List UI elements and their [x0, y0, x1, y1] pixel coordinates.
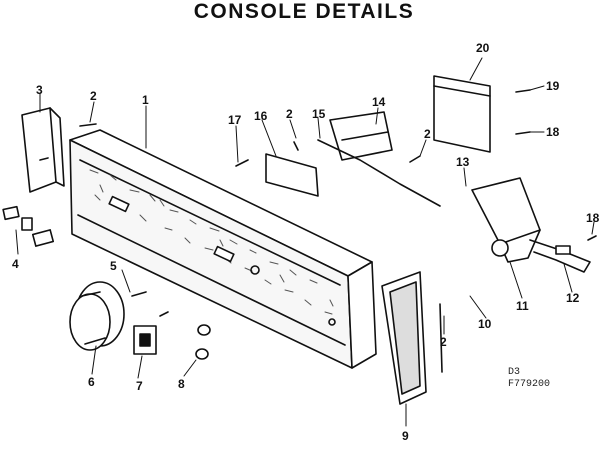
plug-part	[195, 324, 211, 360]
callout-8: 8	[178, 377, 185, 391]
harness-part	[529, 239, 591, 273]
callout-6: 6	[88, 375, 95, 389]
clip-part	[2, 205, 55, 247]
callout-2-c: 2	[424, 127, 431, 141]
callout-2-b: 2	[286, 107, 293, 121]
bracket-part	[471, 177, 541, 263]
switch-part	[133, 325, 157, 355]
leader-lines	[15, 57, 595, 427]
callout-14: 14	[372, 95, 386, 109]
timer-bracket-part	[329, 111, 393, 161]
callout-18-b: 18	[586, 211, 600, 225]
callout-4: 4	[12, 257, 19, 271]
rail-part	[317, 139, 441, 207]
callout-11: 11	[516, 299, 529, 313]
callout-13: 13	[456, 155, 470, 169]
console-panel-part	[69, 129, 377, 369]
knob-part	[69, 281, 125, 351]
callout-2-d: 2	[440, 335, 447, 349]
callout-15: 15	[312, 107, 326, 121]
mounting-bracket-part	[265, 153, 319, 197]
callout-12: 12	[566, 291, 580, 305]
callout-5: 5	[110, 259, 117, 273]
end-piece-part	[381, 271, 427, 405]
drawing-code-line-1: D3	[508, 367, 520, 378]
callout-20: 20	[476, 41, 490, 55]
callout-9: 9	[402, 429, 409, 443]
callout-7: 7	[136, 379, 143, 393]
callout-1: 1	[142, 93, 149, 107]
callout-18-a: 18	[546, 125, 560, 139]
callout-19: 19	[546, 79, 560, 93]
callout-3: 3	[36, 83, 43, 97]
screw-parts	[79, 89, 597, 373]
callout-10: 10	[478, 317, 492, 331]
callout-17: 17	[228, 113, 242, 127]
callout-16: 16	[254, 109, 268, 123]
cover-part	[433, 75, 491, 153]
diagram-title: CONSOLE DETAILS	[193, 0, 415, 23]
drawing-code-line-2: F779200	[508, 379, 550, 390]
callout-2-a: 2	[90, 89, 97, 103]
end-cap-left-part	[21, 107, 65, 193]
